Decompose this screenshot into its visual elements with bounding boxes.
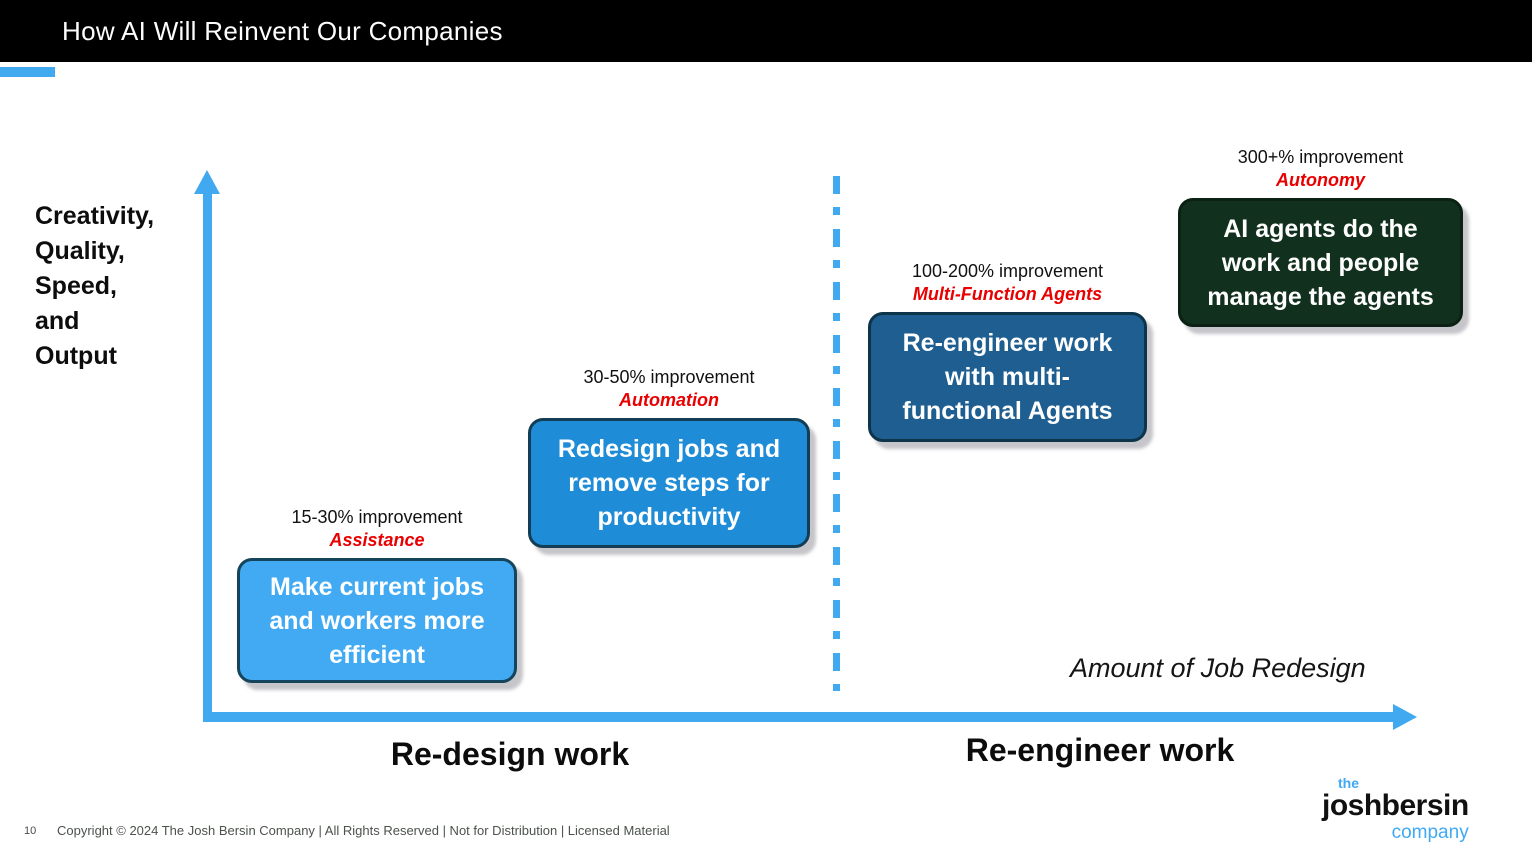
stage-improvement-label: 100-200% improvement bbox=[911, 261, 1104, 281]
stage-label-block: 30-50% improvement Automation bbox=[583, 366, 754, 412]
y-axis-arrowhead-icon bbox=[194, 170, 220, 194]
stage-box: Re-engineer work with multi- functional … bbox=[868, 312, 1147, 442]
stage-autonomy: 300+% improvement Autonomy AI agents do … bbox=[1178, 146, 1463, 327]
slide-header: How AI Will Reinvent Our Companies bbox=[0, 0, 1532, 62]
stage-box: Make current jobs and workers more effic… bbox=[237, 558, 517, 683]
stage-category-label: Autonomy bbox=[1276, 170, 1365, 190]
stage-category-label: Assistance bbox=[329, 530, 425, 550]
y-axis-line bbox=[203, 190, 212, 722]
zone-label-redesign-work: Re-design work bbox=[390, 736, 630, 772]
stage-improvement-label: 300+% improvement bbox=[1237, 147, 1404, 167]
x-axis-title: Amount of Job Redesign bbox=[1070, 653, 1366, 683]
stage-label-block: 100-200% improvement Multi-Function Agen… bbox=[912, 260, 1103, 306]
stage-box: Redesign jobs and remove steps for produ… bbox=[528, 418, 810, 548]
x-axis-line bbox=[203, 712, 1395, 722]
zone-label-reengineer-work: Re-engineer work bbox=[965, 732, 1235, 768]
logo-name: joshbersin bbox=[1322, 789, 1469, 822]
y-axis-label: Creativity, Quality, Speed, and Output bbox=[35, 202, 155, 370]
stage-category-label: Multi-Function Agents bbox=[912, 284, 1103, 304]
stage-label-block: 15-30% improvement Assistance bbox=[291, 506, 462, 552]
stage-assistance: 15-30% improvement Assistance Make curre… bbox=[237, 506, 517, 683]
slide-title: How AI Will Reinvent Our Companies bbox=[62, 15, 503, 46]
stage-improvement-label: 30-50% improvement bbox=[583, 367, 755, 387]
copyright-text: Copyright © 2024 The Josh Bersin Company… bbox=[57, 823, 670, 838]
brand-logo: the joshbersin company bbox=[1322, 776, 1469, 842]
logo-the: the bbox=[1338, 775, 1359, 791]
stage-box: AI agents do the work and people manage … bbox=[1178, 198, 1463, 327]
stage-category-label: Automation bbox=[619, 390, 719, 410]
logo-company: company bbox=[1391, 822, 1469, 843]
stage-label-block: 300+% improvement Autonomy bbox=[1238, 146, 1404, 192]
stage-multi-function-agents: 100-200% improvement Multi-Function Agen… bbox=[868, 260, 1147, 442]
accent-bar bbox=[0, 67, 55, 77]
page-number: 10 bbox=[24, 825, 37, 837]
stage-automation: 30-50% improvement Automation Redesign j… bbox=[528, 366, 810, 548]
x-axis-arrowhead-icon bbox=[1393, 704, 1417, 730]
stage-improvement-label: 15-30% improvement bbox=[291, 507, 463, 527]
divider-dashed-line bbox=[833, 176, 840, 691]
